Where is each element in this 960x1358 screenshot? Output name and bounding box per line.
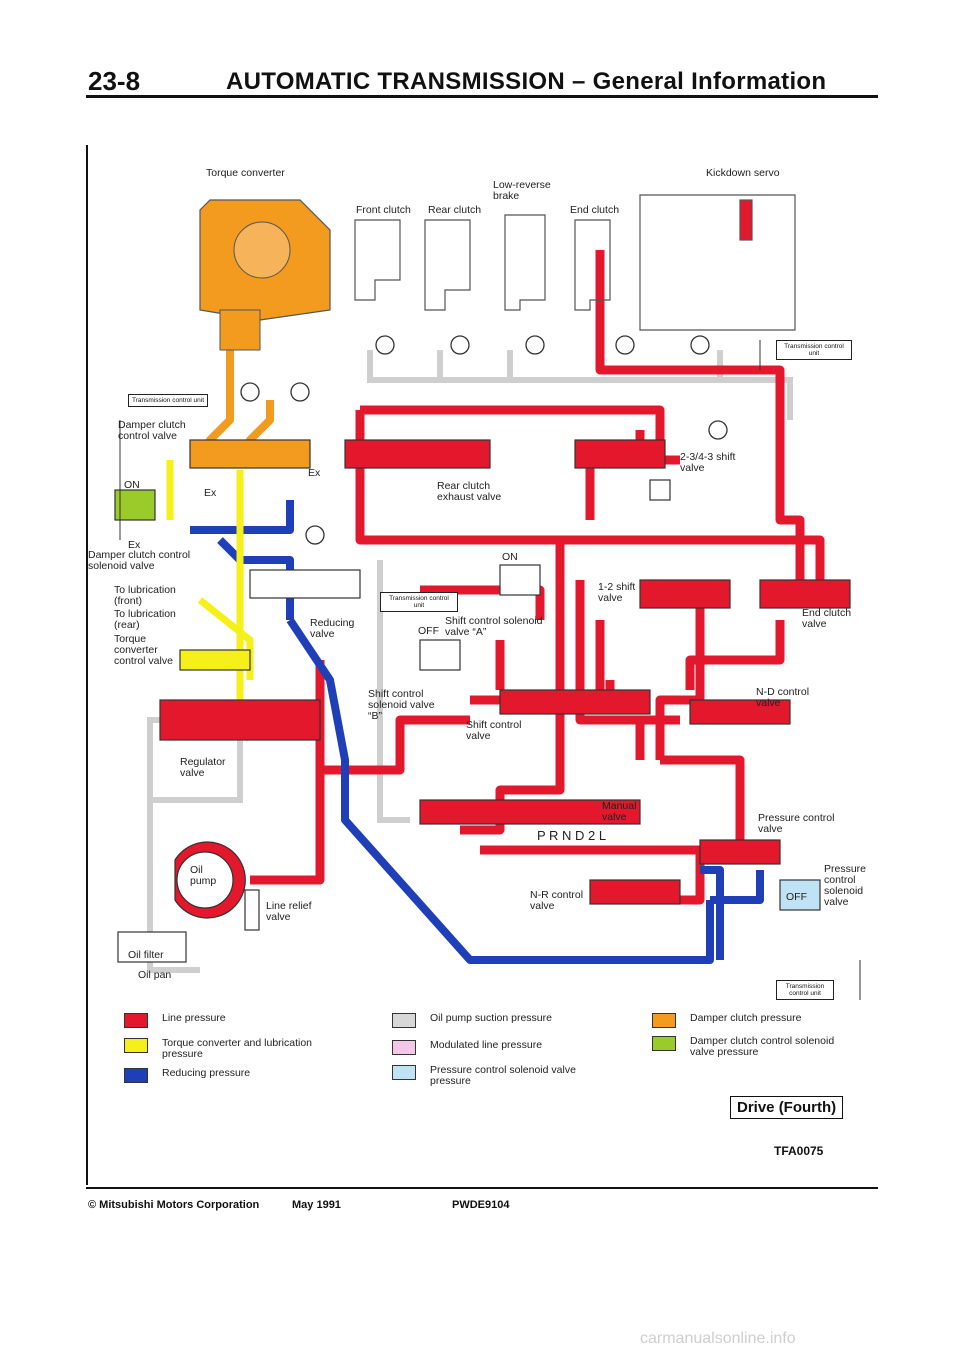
page-title: AUTOMATIC TRANSMISSION – General Informa…: [226, 68, 827, 95]
label-oil-pan: Oil pan: [138, 969, 172, 981]
footer-copyright: © Mitsubishi Motors Corporation: [88, 1199, 260, 1211]
label-manual-valve: Manual valve: [602, 800, 637, 823]
legend-item-lubrication: Torque converter and lubrication pressur…: [124, 1038, 332, 1060]
label-line-relief-valve: Line relief valve: [266, 900, 312, 923]
legend-label: Oil pump suction pressure: [430, 1012, 552, 1024]
tcu-outline-lines: [119, 340, 861, 1000]
label-shift-valve-234-3: 2-3/4-3 shift valve: [680, 451, 736, 474]
legend-item-modulated: Modulated line pressure: [392, 1040, 542, 1055]
header-rule: [86, 95, 878, 98]
label-on-left: ON: [124, 479, 140, 491]
label-shift-control-valve: Shift control valve: [466, 719, 522, 742]
page-number: 23-8: [88, 66, 141, 96]
legend-swatch: [392, 1065, 416, 1080]
label-pressure-control-solenoid-valve: Pressure control solenoid valve: [824, 863, 867, 908]
footer-date: May 1991: [292, 1199, 341, 1211]
label-reducing-valve: Reducing valve: [310, 617, 355, 640]
frame-left-rule: [86, 145, 88, 1185]
label-nd-control-valve: N-D control valve: [756, 686, 810, 709]
label-damper-clutch-solenoid-valve: Damper clutch control solenoid valve: [88, 549, 191, 572]
legend-item-reducing: Reducing pressure: [124, 1068, 250, 1083]
legend-swatch: [124, 1068, 148, 1083]
label-end-clutch: End clutch: [570, 204, 620, 216]
label-off-center: OFF: [418, 625, 439, 637]
label-shift-solenoid-b: Shift control solenoid valve “B”: [368, 688, 435, 722]
legend-swatch: [124, 1038, 148, 1053]
label-ex-2: Ex: [308, 467, 321, 479]
label-torque-converter: Torque converter: [206, 167, 285, 179]
legend-item-pcsv: Pressure control solenoid valve pressure: [392, 1065, 600, 1087]
label-damper-clutch-control-valve: Damper clutch control valve: [118, 419, 186, 442]
footer-rule: [86, 1187, 878, 1189]
legend-label: Line pressure: [162, 1012, 226, 1024]
legend-label: Modulated line pressure: [430, 1039, 543, 1051]
tcu-box-left: Transmission control unit: [128, 394, 208, 407]
oil-pump-and-filter: [117, 841, 260, 963]
legend-label: Pressure control solenoid valve pressure: [430, 1064, 576, 1087]
legend-item-damper-solenoid: Damper clutch control solenoid valve pre…: [652, 1036, 860, 1058]
legend-swatch: [124, 1013, 148, 1028]
label-shift-solenoid-a: Shift control solenoid valve “A”: [445, 615, 543, 638]
label-front-clutch: Front clutch: [356, 204, 411, 216]
valve-bodies: [114, 439, 851, 911]
legend-label: Damper clutch control solenoid valve pre…: [690, 1035, 835, 1058]
label-prnd2l: P R N D 2 L: [537, 828, 607, 843]
orifice-checks: [240, 335, 728, 545]
label-to-lubrication-rear: To lubrication (rear): [114, 608, 176, 631]
suction-pressure-lines: [147, 350, 793, 973]
reducing-pressure-lines: [190, 500, 764, 964]
label-torque-converter-control-valve: Torque converter control valve: [114, 633, 173, 667]
label-end-clutch-valve: End clutch valve: [802, 607, 852, 630]
tcu-box-top-right: Transmission control unit: [776, 340, 852, 360]
label-rear-clutch-exhaust-valve: Rear clutch exhaust valve: [437, 480, 502, 503]
legend-item-line-pressure: Line pressure: [124, 1013, 226, 1028]
label-oil-pump: Oil pump: [190, 864, 217, 887]
legend-swatch: [392, 1040, 416, 1055]
legend-label: Damper clutch pressure: [690, 1012, 802, 1024]
legend-swatch: [652, 1013, 676, 1028]
watermark: carmanualsonline.info: [640, 1330, 796, 1347]
label-on-center: ON: [502, 551, 518, 563]
mode-label: Drive (Fourth): [730, 1096, 844, 1119]
label-pressure-control-valve: Pressure control valve: [758, 812, 835, 835]
label-nr-control-valve: N-R control valve: [530, 889, 584, 912]
label-shift-valve-1-2: 1-2 shift valve: [598, 581, 636, 604]
legend-label: Reducing pressure: [162, 1067, 251, 1079]
label-off-right: OFF: [786, 891, 807, 903]
label-ex-3: Ex: [128, 539, 141, 551]
legend-item-suction: Oil pump suction pressure: [392, 1013, 552, 1028]
label-to-lubrication-front: To lubrication (front): [114, 584, 176, 607]
figure-code: TFA0075: [774, 1144, 824, 1158]
legend-swatch: [652, 1036, 676, 1051]
footer-doc-code: PWDE9104: [452, 1199, 510, 1211]
legend-label: Torque converter and lubrication pressur…: [162, 1037, 313, 1060]
tcu-box-center: Transmission control unit: [380, 592, 458, 612]
label-rear-clutch: Rear clutch: [428, 204, 482, 216]
legend-item-damper: Damper clutch pressure: [652, 1013, 801, 1028]
label-low-reverse-brake: Low-reverse brake: [493, 179, 551, 202]
clutch-outlines: [354, 194, 796, 331]
label-kickdown-servo: Kickdown servo: [706, 167, 780, 179]
tcu-box-bottom: Transmission control unit: [776, 980, 834, 1000]
label-ex-1: Ex: [204, 487, 217, 499]
label-regulator-valve: Regulator valve: [180, 756, 226, 779]
label-oil-filter: Oil filter: [128, 949, 164, 961]
torque-converter-body: [199, 199, 331, 351]
legend-swatch: [392, 1013, 416, 1028]
